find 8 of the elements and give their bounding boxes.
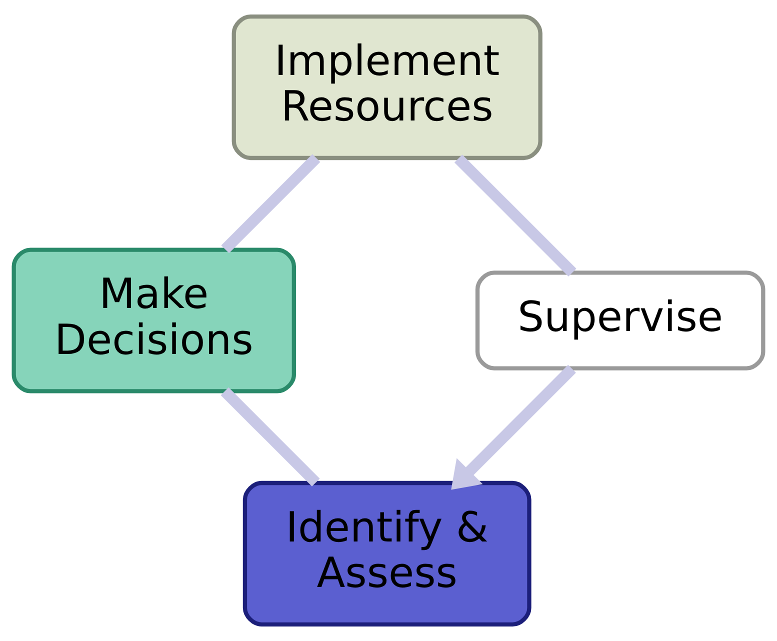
connector bbox=[454, 154, 576, 276]
node-box: Implement Resources bbox=[232, 14, 542, 160]
node-box: Make Decisions bbox=[12, 248, 296, 394]
connector bbox=[220, 387, 320, 486]
connector bbox=[221, 154, 320, 254]
node-box: Supervise bbox=[475, 270, 766, 370]
arrow bbox=[451, 364, 576, 490]
node-box: Identify & Assess bbox=[242, 480, 532, 627]
